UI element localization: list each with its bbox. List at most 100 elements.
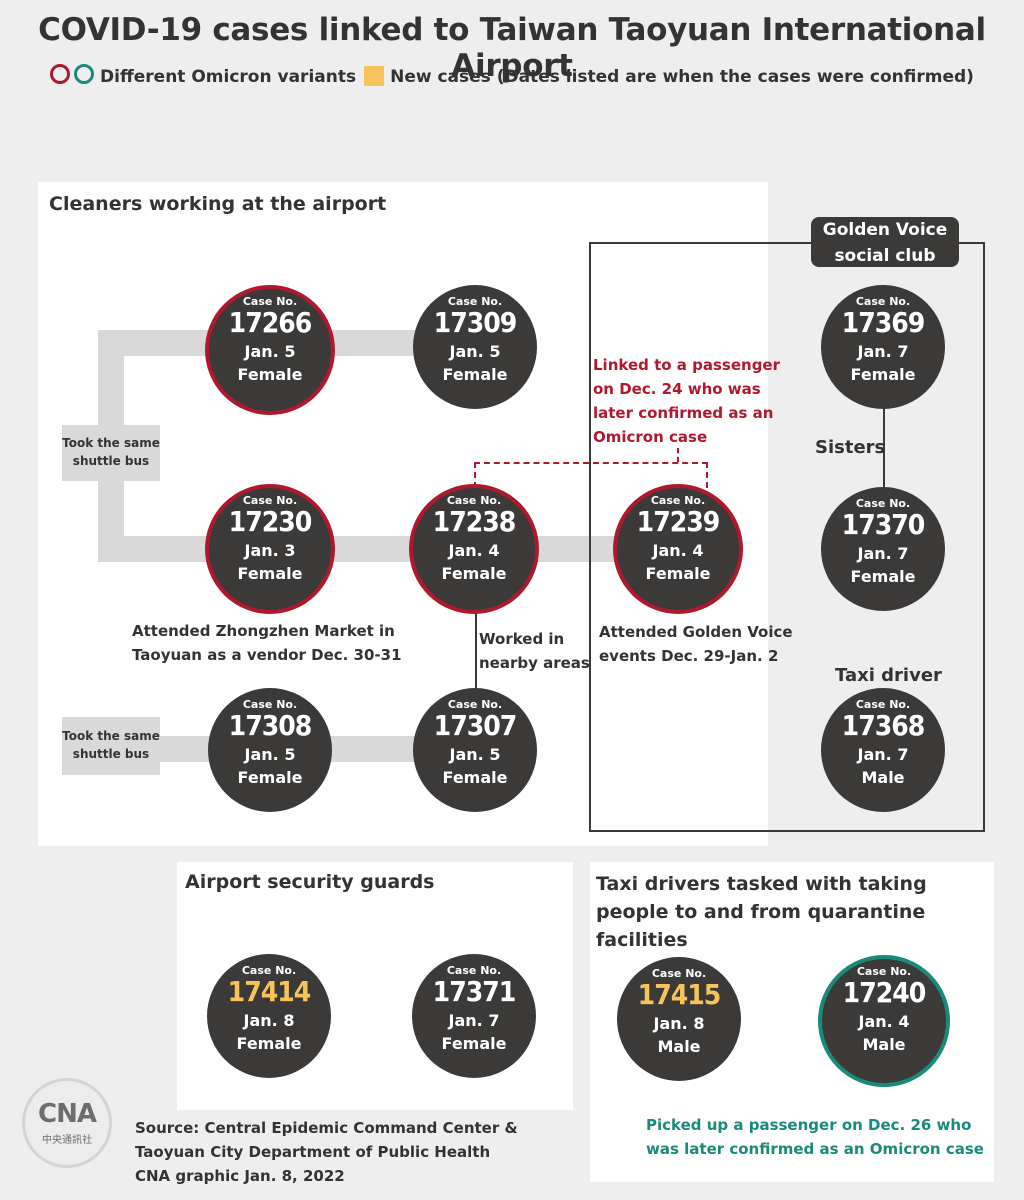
page-title: COVID-19 cases linked to Taiwan Taoyuan … [38,12,986,84]
source-line-1: Source: Central Epidemic Command Center … [135,1119,518,1137]
case-sex: Female [237,365,303,384]
case-sex: Male [861,768,905,787]
case-sex: Female [850,365,916,384]
case-sex: Female [237,564,303,583]
case-number: 17308 [228,709,313,742]
teal-variant-ring-icon [74,64,95,84]
case-sex: Female [442,768,508,787]
legend: Different Omicron variants New cases (Dat… [0,64,1024,87]
case-date: Jan. 5 [449,342,501,361]
sisters-connector-line [883,405,885,495]
case-17414: Case No. 17414 Jan. 8 Female [207,954,331,1078]
case-number: 17307 [433,709,518,742]
source-note: Source: Central Epidemic Command Center … [135,1116,518,1188]
case-label: Case No. [855,497,911,510]
case-label: Case No. [651,967,707,980]
case-number: 17230 [228,505,313,538]
case-17307: Case No. 17307 Jan. 5 Female [413,688,537,812]
golden-voice-label: Golden Voice social club [811,217,959,267]
linked-dashed-connector [474,462,708,488]
case-date: Jan. 4 [858,1012,910,1031]
shuttle-bus-text-1: Took the same shuttle bus [62,436,160,468]
case-17368: Case No. 17368 Jan. 7 Male [821,688,945,812]
cna-logo: CNA 中央通訊社 [22,1078,112,1168]
case-sex: Male [862,1035,906,1054]
case-17309: Case No. 17309 Jan. 5 Female [413,285,537,409]
case-label: Case No. [242,295,298,308]
case-sex: Male [657,1037,701,1056]
case-number: 17309 [433,306,518,339]
case-label: Case No. [446,494,502,507]
case-label: Case No. [856,965,912,978]
case-date: Jan. 8 [653,1014,705,1033]
shuttle-bus-label-1: Took the same shuttle bus [62,425,160,481]
cna-logo-subtext: 中央通訊社 [42,1135,92,1146]
new-case-swatch-icon [364,66,385,86]
case-17369: Case No. 17369 Jan. 7 Female [821,285,945,409]
case-label: Case No. [855,295,911,308]
legend-new-cases-label: New cases (Dates listed are when the cas… [390,67,974,87]
linked-passenger-note: Linked to a passenger on Dec. 24 who was… [593,356,781,446]
case-17230: Case No. 17230 Jan. 3 Female [205,484,335,614]
connector-17230-17239 [98,536,682,562]
case-number: 17368 [841,709,926,742]
case-number: 17239 [636,505,721,538]
case-date: Jan. 7 [448,1011,500,1030]
nearby-connector-line [475,605,477,695]
case-17370: Case No. 17370 Jan. 7 Female [821,487,945,611]
case-date: Jan. 5 [244,342,296,361]
source-line-3: CNA graphic Jan. 8, 2022 [135,1167,345,1185]
taxi-driver-label: Taxi driver [835,665,942,686]
case-label: Case No. [242,494,298,507]
case-sex: Female [441,1034,507,1053]
case-label: Case No. [447,295,503,308]
case-number: 17415 [637,978,722,1011]
case-number: 17266 [228,306,313,339]
case-label: Case No. [242,698,298,711]
golden-voice-label-text: Golden Voice social club [822,220,948,266]
case-sex: Female [850,567,916,586]
picked-up-note: Picked up a passenger on Dec. 26 who was… [646,1116,984,1158]
case-17415: Case No. 17415 Jan. 8 Male [617,957,741,1081]
red-variant-ring-icon [50,64,71,84]
case-17371: Case No. 17371 Jan. 7 Female [412,954,536,1078]
case-date: Jan. 3 [244,541,296,560]
case-17266: Case No. 17266 Jan. 5 Female [205,285,335,415]
case-date: Jan. 8 [243,1011,295,1030]
case-number: 17414 [227,975,312,1008]
case-label: Case No. [650,494,706,507]
zhongzhen-note: Attended Zhongzhen Market in Taoyuan as … [132,622,402,664]
case-date: Jan. 4 [448,541,500,560]
case-date: Jan. 4 [652,541,704,560]
case-sex: Female [442,365,508,384]
case-date: Jan. 7 [857,745,909,764]
case-label: Case No. [241,964,297,977]
case-17308: Case No. 17308 Jan. 5 Female [208,688,332,812]
shuttle-bus-label-2: Took the same shuttle bus [62,717,160,775]
case-17238: Case No. 17238 Jan. 4 Female [409,484,539,614]
case-date: Jan. 7 [857,544,909,563]
golden-voice-box [589,242,985,832]
case-sex: Female [645,564,711,583]
cna-logo-text: CNA [38,1099,97,1129]
case-label: Case No. [446,964,502,977]
case-number: 17370 [841,508,926,541]
case-number: 17240 [842,976,927,1009]
case-number: 17369 [841,306,926,339]
case-number: 17238 [432,505,517,538]
golden-events-note: Attended Golden Voice events Dec. 29-Jan… [599,623,793,665]
case-sex: Female [441,564,507,583]
case-sex: Female [236,1034,302,1053]
cleaners-panel-title: Cleaners working at the airport [49,193,387,215]
case-date: Jan. 7 [857,342,909,361]
security-panel-title: Airport security guards [185,871,435,893]
legend-variants-label: Different Omicron variants [100,67,357,87]
source-line-2: Taoyuan City Department of Public Health [135,1143,491,1161]
sisters-label: Sisters [815,437,886,458]
shuttle-bus-text-2: Took the same shuttle bus [62,729,160,761]
case-number: 17371 [432,975,517,1008]
case-date: Jan. 5 [449,745,501,764]
case-sex: Female [237,768,303,787]
case-date: Jan. 5 [244,745,296,764]
case-17240: Case No. 17240 Jan. 4 Male [818,955,950,1087]
